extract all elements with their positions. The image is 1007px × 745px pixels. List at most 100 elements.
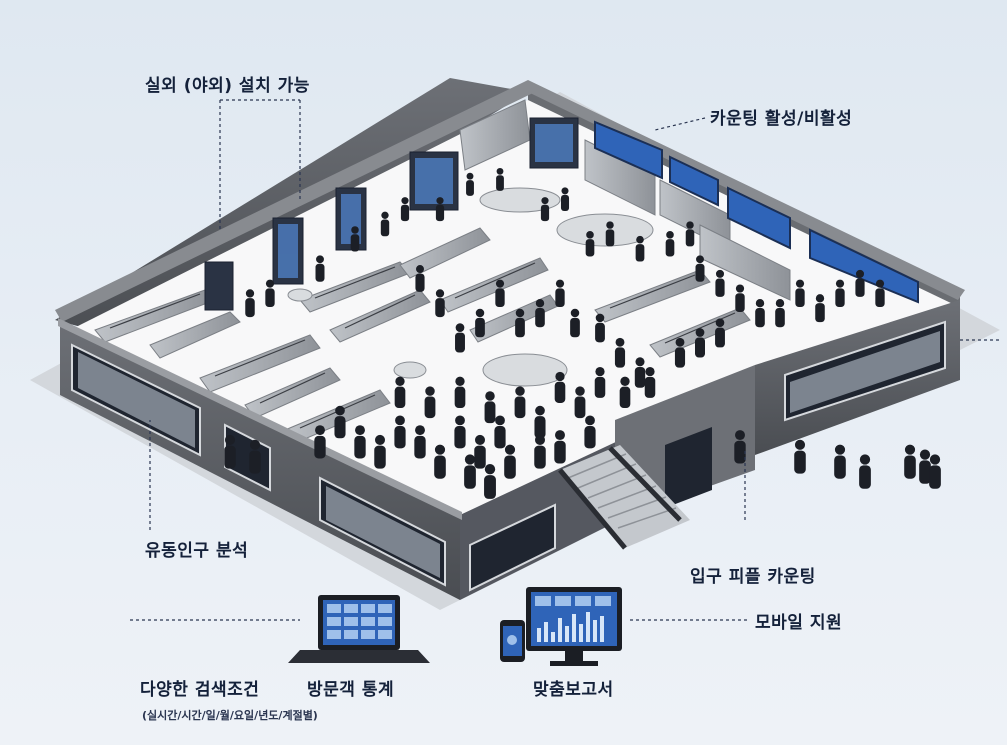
person-body bbox=[514, 396, 526, 419]
person-body bbox=[454, 426, 466, 449]
person-body bbox=[919, 460, 931, 484]
person-icon bbox=[715, 318, 725, 328]
person-icon bbox=[696, 255, 704, 264]
person-icon bbox=[416, 265, 424, 274]
person-body bbox=[554, 440, 566, 464]
person-icon bbox=[715, 269, 725, 278]
person-icon bbox=[855, 269, 865, 278]
person-icon bbox=[775, 299, 785, 308]
person-body bbox=[614, 347, 626, 368]
person-icon bbox=[875, 279, 885, 288]
person-body bbox=[594, 376, 606, 398]
person-body bbox=[855, 278, 865, 297]
person-icon bbox=[335, 405, 345, 416]
person-icon bbox=[555, 279, 565, 288]
person-icon bbox=[919, 449, 931, 460]
person-icon bbox=[615, 337, 625, 347]
person-icon bbox=[695, 328, 705, 337]
person-icon bbox=[435, 289, 445, 298]
label-foot-traffic: 유동인구 분석 bbox=[145, 541, 249, 561]
person-icon bbox=[585, 415, 595, 426]
person-body bbox=[835, 288, 845, 307]
person-icon bbox=[434, 444, 446, 455]
person-body bbox=[314, 435, 326, 459]
person-body bbox=[555, 288, 565, 307]
person-body bbox=[635, 244, 645, 262]
person-body bbox=[515, 317, 525, 338]
person-body bbox=[475, 317, 485, 338]
person-icon bbox=[475, 308, 485, 318]
person-icon bbox=[455, 415, 465, 426]
person-icon bbox=[735, 284, 745, 293]
person-body bbox=[534, 416, 546, 439]
person-icon bbox=[904, 444, 916, 455]
person-icon bbox=[570, 308, 580, 318]
label-outdoor-install: 실외 (야외) 설치 가능 bbox=[145, 76, 310, 96]
person-icon bbox=[666, 231, 674, 239]
person-body bbox=[685, 229, 695, 247]
person-body bbox=[535, 308, 545, 328]
person-body bbox=[464, 465, 476, 489]
person-body bbox=[570, 317, 580, 338]
person-icon bbox=[541, 197, 549, 205]
person-body bbox=[734, 440, 746, 464]
person-body bbox=[435, 204, 445, 222]
person-icon bbox=[455, 323, 465, 332]
person-icon bbox=[515, 386, 525, 396]
person-body bbox=[904, 455, 916, 479]
person-body bbox=[695, 337, 705, 358]
person-body bbox=[380, 219, 390, 237]
person-icon bbox=[374, 434, 386, 445]
person-body bbox=[815, 303, 825, 323]
person-icon bbox=[495, 415, 505, 426]
person-body bbox=[224, 445, 236, 469]
person-icon bbox=[395, 376, 405, 387]
person-icon bbox=[515, 308, 525, 318]
person-icon bbox=[534, 434, 546, 445]
person-icon bbox=[635, 357, 645, 367]
person-icon bbox=[401, 197, 409, 205]
person-body bbox=[374, 445, 386, 469]
person-icon bbox=[929, 454, 941, 465]
person-body bbox=[554, 381, 566, 403]
person-body bbox=[775, 308, 785, 328]
person-icon bbox=[485, 391, 495, 401]
laptop-icon bbox=[288, 595, 430, 663]
person-icon bbox=[249, 439, 261, 450]
person-icon bbox=[595, 366, 605, 377]
person-icon bbox=[455, 376, 465, 387]
person-body bbox=[715, 278, 725, 297]
person-icon bbox=[794, 439, 806, 450]
person-body bbox=[350, 234, 360, 252]
person-icon bbox=[474, 434, 486, 445]
person-body bbox=[794, 450, 806, 474]
person-body bbox=[455, 332, 465, 353]
person-icon bbox=[415, 425, 425, 436]
person-body bbox=[496, 175, 504, 191]
person-body bbox=[400, 204, 410, 222]
person-body bbox=[495, 288, 505, 307]
person-icon bbox=[495, 279, 505, 288]
person-icon bbox=[620, 376, 630, 387]
person-body bbox=[474, 445, 486, 469]
person-body bbox=[735, 293, 745, 313]
label-search-conditions-detail: (실시간/시간/일/월/요일/년도/계절별) bbox=[142, 709, 318, 722]
person-icon bbox=[464, 454, 476, 465]
person-body bbox=[574, 396, 586, 419]
person-icon bbox=[245, 289, 255, 298]
person-body bbox=[674, 347, 686, 368]
person-body bbox=[245, 298, 255, 318]
label-entrance-counting: 입구 피플 카운팅 bbox=[690, 567, 816, 587]
person-icon bbox=[316, 255, 324, 264]
person-icon bbox=[755, 299, 765, 308]
person-body bbox=[435, 298, 445, 318]
person-body bbox=[249, 450, 261, 474]
person-body bbox=[560, 194, 570, 212]
person-icon bbox=[636, 235, 644, 244]
person-body bbox=[534, 445, 546, 469]
person-icon bbox=[575, 386, 585, 396]
person-body bbox=[875, 288, 885, 307]
mobile-phone-icon bbox=[500, 620, 525, 662]
person-icon bbox=[815, 294, 825, 303]
person-icon bbox=[224, 434, 236, 445]
